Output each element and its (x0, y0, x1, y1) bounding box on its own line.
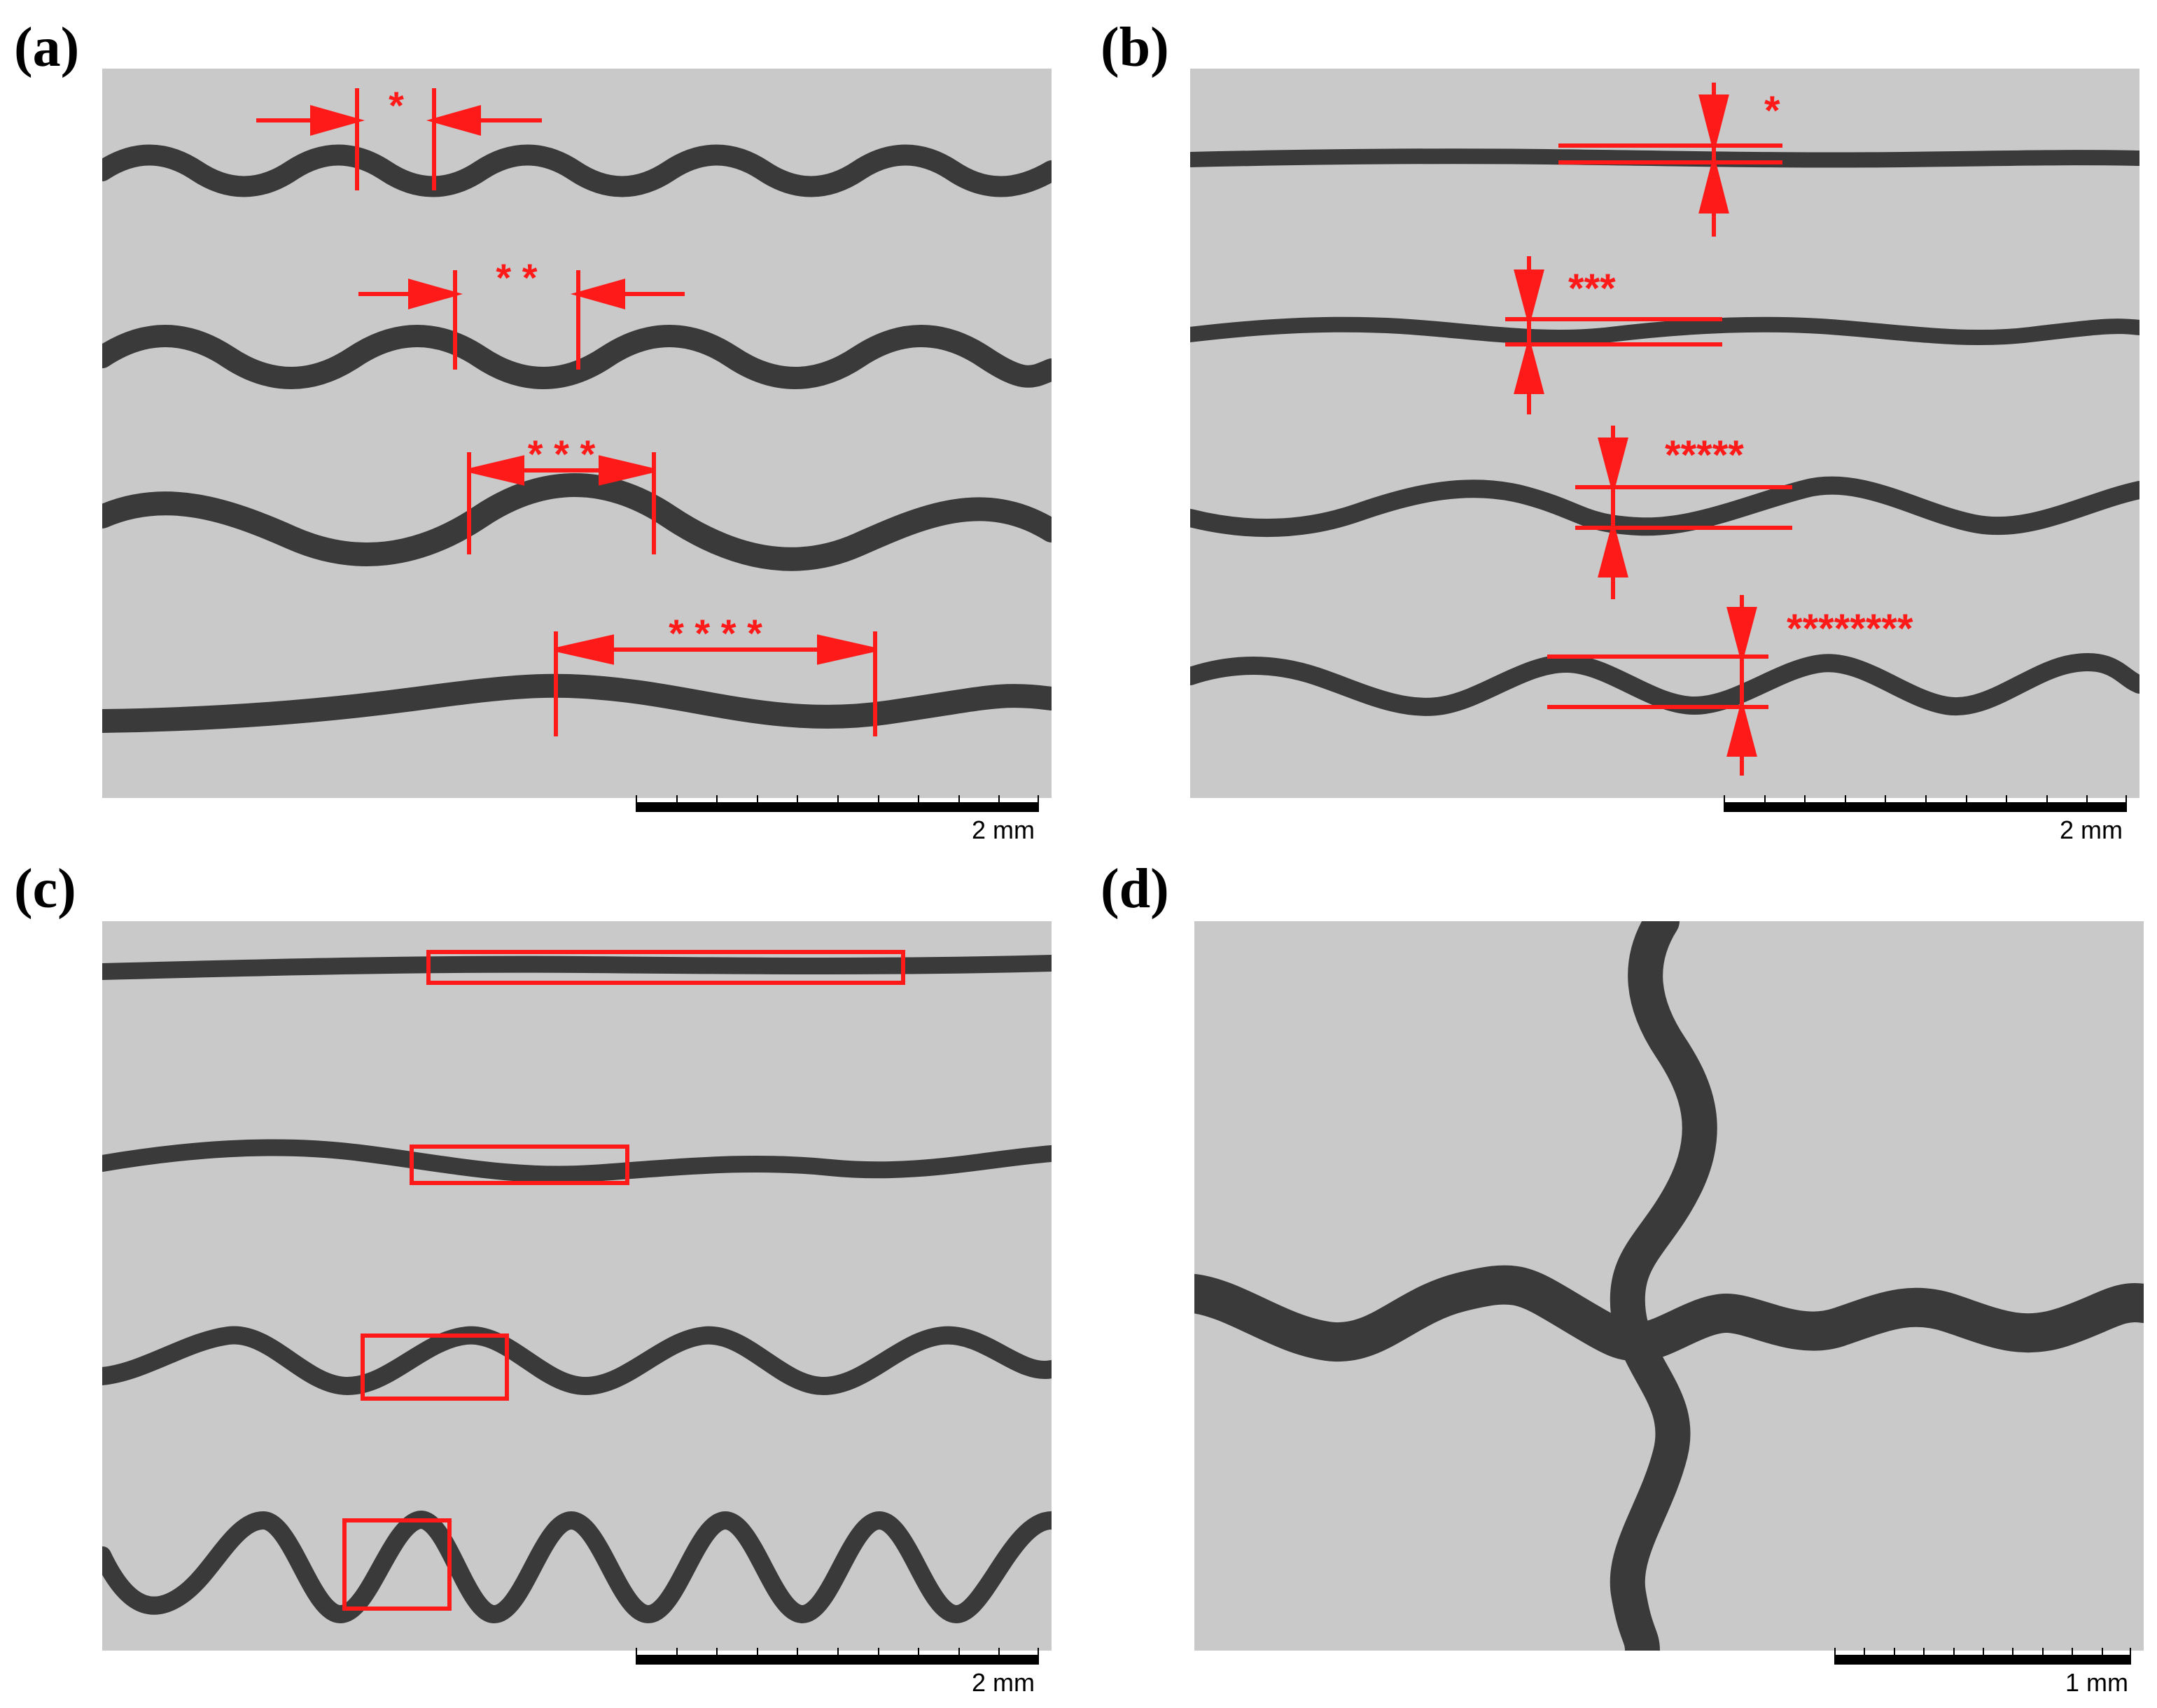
scale-tick (797, 1648, 798, 1655)
scale-tick (1804, 795, 1806, 802)
scale-tick (1923, 1648, 1925, 1655)
annotation-a2: * * (496, 255, 537, 300)
scale-tick (1724, 795, 1725, 802)
scale-tick (1038, 795, 1039, 802)
scale-tick (1864, 1648, 1865, 1655)
scale-tick (757, 795, 758, 802)
scale-bar-a (636, 795, 1039, 812)
scale-tick (1983, 1648, 1984, 1655)
micrograph-c (102, 921, 1052, 1651)
micrograph-a: * * * * * * * * * * (102, 69, 1052, 798)
scale-bar-d (1834, 1648, 2131, 1665)
annotation-a1: * (389, 83, 404, 127)
highlight-box-c4 (342, 1518, 452, 1611)
scale-tick (998, 1648, 1000, 1655)
scale-bar-b (1724, 795, 2127, 812)
printed-line-d-vertical (1610, 921, 1717, 1651)
printed-line-c3 (102, 1326, 1052, 1396)
micrograph-b-svg: * *** ***** ******** (1190, 83, 2139, 776)
printed-line-b4 (1190, 653, 2139, 716)
printed-line-b3 (1190, 476, 2139, 538)
scale-tick (1966, 795, 1967, 802)
scale-tick (716, 1648, 718, 1655)
scale-label-d: 1 mm (2065, 1668, 2128, 1697)
scale-tick (1925, 795, 1927, 802)
scale-tick (1894, 1648, 1895, 1655)
micrograph-a-svg: * * * * * * * * * * (102, 83, 1052, 736)
scale-tick (1953, 1648, 1955, 1655)
printed-line-b1 (1190, 148, 2139, 168)
micrograph-d-svg (1194, 921, 2144, 1651)
annotation-a3: * * * (528, 432, 596, 476)
printed-line-a1 (102, 144, 1052, 197)
annotation-a4: * * * * (669, 611, 762, 655)
scale-label-b: 2 mm (2060, 816, 2123, 844)
scale-tick (1885, 795, 1886, 802)
printed-line-c1 (102, 955, 1052, 980)
panel-label-c: (c) (14, 858, 76, 920)
scale-tick (918, 795, 919, 802)
scale-tick (716, 795, 718, 802)
scale-tick (2072, 1648, 2073, 1655)
scale-tick (1845, 795, 1846, 802)
scale-tick (918, 1648, 919, 1655)
printed-line-c4 (102, 1511, 1052, 1624)
annotation-b2: *** (1568, 266, 1616, 312)
scale-tick (1038, 1648, 1039, 1655)
printed-line-d-horizontal (1194, 1265, 2144, 1362)
scale-tick (2046, 795, 2048, 802)
panel-label-d: (d) (1101, 858, 1169, 920)
scale-tick (878, 795, 879, 802)
highlight-box-c2 (410, 1144, 629, 1185)
micrograph-b: * *** ***** ******** (1190, 69, 2139, 798)
scale-tick (676, 1648, 678, 1655)
scale-label-a: 2 mm (972, 816, 1035, 844)
scale-label-c: 2 mm (972, 1668, 1035, 1697)
scale-tick (2006, 795, 2007, 802)
scale-tick (2086, 795, 2088, 802)
scale-tick (998, 795, 1000, 802)
scale-tick (797, 795, 798, 802)
scale-tick (676, 795, 678, 802)
annotation-b3: ***** (1665, 433, 1744, 478)
highlight-box-c1 (426, 950, 905, 985)
scale-tick (2125, 795, 2127, 802)
scale-tick (636, 1648, 637, 1655)
printed-line-a4 (102, 673, 1052, 733)
printed-line-a3 (102, 473, 1052, 571)
scale-tick (958, 795, 960, 802)
scale-bar-c (636, 1648, 1039, 1665)
scale-tick (878, 1648, 879, 1655)
annotation-b4: ******** (1787, 606, 1913, 652)
panel-label-a: (a) (14, 17, 80, 78)
scale-tick (1764, 795, 1766, 802)
printed-line-b2 (1190, 316, 2139, 346)
scale-tick (958, 1648, 960, 1655)
scale-tick (2012, 1648, 2013, 1655)
scale-tick (2102, 1648, 2103, 1655)
scale-tick (837, 795, 839, 802)
micrograph-c-svg (102, 950, 1052, 1624)
scale-tick (837, 1648, 839, 1655)
printed-line-c2 (102, 1139, 1052, 1183)
scale-tick (2042, 1648, 2044, 1655)
scale-tick (1834, 1648, 1836, 1655)
micrograph-d (1194, 921, 2144, 1651)
scale-tick (2130, 1648, 2131, 1655)
scale-tick (636, 795, 637, 802)
printed-line-a2 (102, 325, 1052, 389)
annotation-b1: * (1764, 88, 1780, 134)
scale-tick (757, 1648, 758, 1655)
panel-label-b: (b) (1101, 17, 1169, 78)
highlight-box-c3 (361, 1334, 509, 1401)
